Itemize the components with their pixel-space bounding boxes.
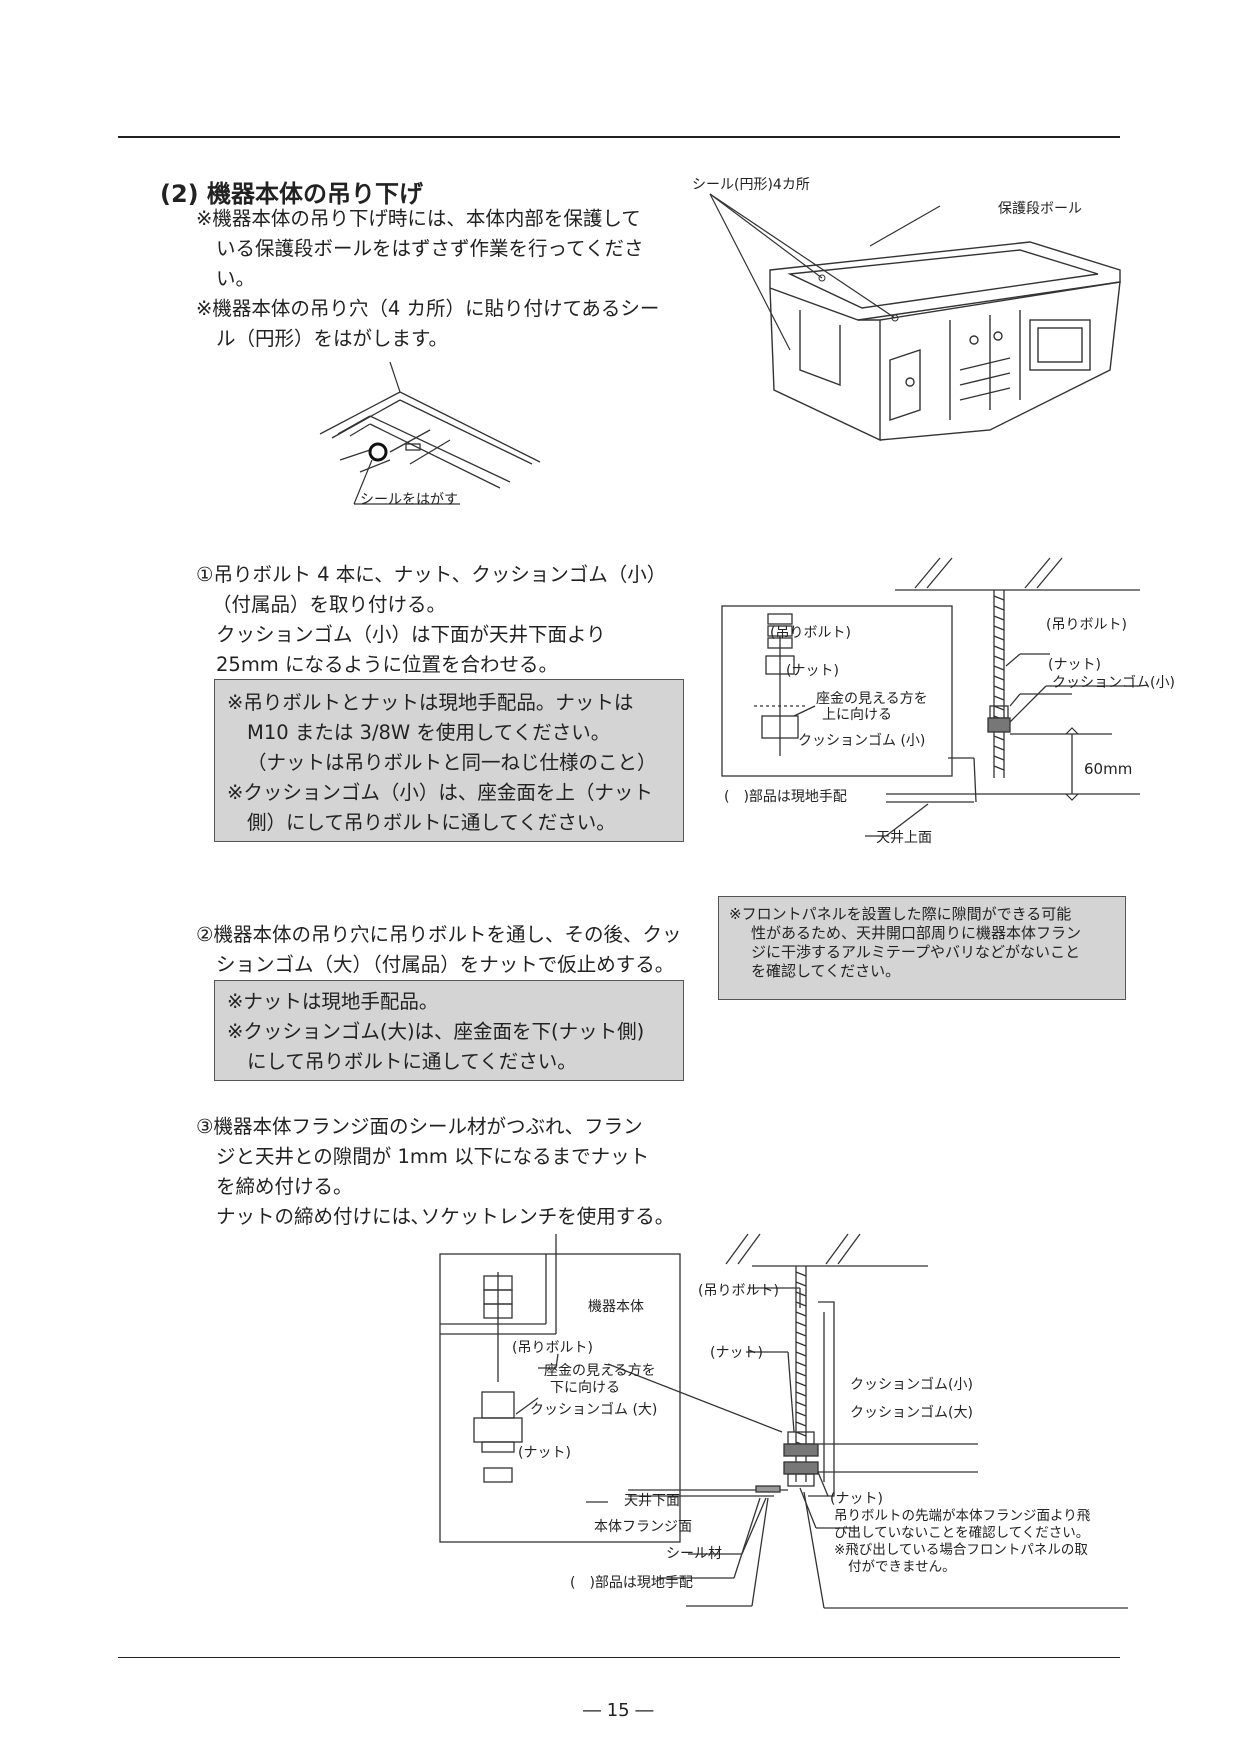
fig1-inset-washer: 座金の見える方を [816, 691, 928, 707]
fig1-note-line: ジに干渉するアルミテープやバリなどがないこと [751, 943, 1080, 961]
step1-line: クッションゴム（小）は下面が天井下面より [216, 623, 606, 646]
step3-line: ③機器本体フランジ面のシール材がつぶれ、フラン [196, 1115, 643, 1138]
step2-line: ションゴム（大）（付属品）をナットで仮止めする。 [216, 953, 675, 976]
box-line: にして吊りボルトに通してください。 [247, 1050, 577, 1073]
fig2-nut: (ナット) [710, 1345, 763, 1361]
step1-text: ①吊りボルト 4 本に、ナット、クッションゴム（小） （付属品）を取り付ける。 … [196, 560, 666, 680]
fig1-note-box: ※フロントパネルを設置した際に隙間ができる可能 性があるため、天井開口部周りに機… [718, 896, 1126, 1000]
fig1-inset-washer2: 上に向ける [822, 707, 892, 723]
box-line: ※ナットは現地手配品。 [227, 990, 439, 1013]
step3-line: ジと天井との隙間が 1mm 以下になるまでナット [216, 1145, 650, 1168]
box-line: ※吊りボルトとナットは現地手配品。ナットは [227, 691, 634, 714]
box-line: ※クッションゴム（小）は、座金面を上（ナット [227, 781, 653, 804]
fig2-cushion-large: クッションゴム(大) [850, 1405, 973, 1421]
fig2-inset-cushion: クッションゴム (大) [530, 1402, 658, 1418]
step1-line: （付属品）を取り付ける。 [212, 593, 447, 616]
note-line: ※機器本体の吊り下げ時には、本体内部を保護して [196, 207, 641, 230]
fig2-flange: 本体フランジ面 [594, 1519, 692, 1535]
note-line: ル（円形）をはがします。 [216, 327, 449, 350]
fig2-note-line: び出していないことを確認してください。 [834, 1525, 1090, 1541]
section-title: (2) 機器本体の吊り下げ [160, 180, 423, 208]
box-line: 側）にして吊りボルトに通してください。 [247, 811, 616, 834]
fig2-inset-nut: (ナット) [518, 1445, 571, 1461]
seal-illustration [319, 361, 541, 505]
fig1-note-line: ※フロントパネルを設置した際に隙間ができる可能 [729, 905, 1072, 923]
seal-callout: シール(円形)4カ所 [692, 177, 810, 193]
fig1-note-line: 性があるため、天井開口部周りに機器本体フラン [751, 924, 1082, 942]
box-line: ※クッションゴム(大)は、座金面を下(ナット側) [227, 1020, 645, 1043]
fig2-inset-bolt: (吊りボルト) [512, 1340, 593, 1356]
step2-line: ②機器本体の吊り穴に吊りボルトを通し、その後、クッ [196, 923, 682, 946]
fig2-ceiling-bottom: 天井下面 [624, 1493, 680, 1509]
fig1-ceiling: 天井上面 [876, 830, 932, 846]
box-line: （ナットは吊りボルトと同一ねじ仕様のこと） [247, 751, 657, 774]
fig1-inset-cushion: クッションゴム (小) [798, 733, 926, 749]
fig1-inset-nut: (ナット) [786, 663, 839, 679]
section-notes: ※機器本体の吊り下げ時には、本体内部を保護して いる保護段ボールをはずさず作業を… [196, 204, 659, 354]
header-rule [118, 136, 1120, 138]
step2-box: ※ナットは現地手配品。 ※クッションゴム(大)は、座金面を下(ナット側) にして… [214, 980, 684, 1081]
fig2-bolt: (吊りボルト) [698, 1283, 779, 1299]
fig2-parts-note: ( )部品は現地手配 [570, 1575, 693, 1591]
fig1-inset-bolt: (吊りボルト) [770, 625, 851, 641]
step2-text: ②機器本体の吊り穴に吊りボルトを通し、その後、クッ ションゴム（大）（付属品）を… [196, 920, 681, 980]
note-line: いる保護段ボールをはずさず作業を行ってくださ [216, 237, 644, 260]
unit-illustration [709, 193, 1121, 442]
step1-box: ※吊りボルトとナットは現地手配品。ナットは M10 または 3/8W を使用して… [214, 679, 684, 842]
fig2-nut2: (ナット) [830, 1491, 883, 1507]
fig1-dim: 60mm [1084, 760, 1133, 778]
fig2-inset-body: 機器本体 [588, 1299, 644, 1315]
fig1-bolt: (吊りボルト) [1046, 617, 1127, 633]
footer-rule [118, 1657, 1120, 1658]
seal-remove-label: シールをはがす [360, 492, 458, 508]
fig2-note-line: ※飛び出している場合フロントパネルの取 [834, 1542, 1088, 1558]
note-line: い。 [216, 267, 256, 290]
fig1-cushion: クッションゴム(小) [1052, 675, 1175, 691]
fig2-note-line: 吊りボルトの先端が本体フランジ面より飛 [834, 1508, 1091, 1524]
page-number: ― 15 ― [583, 1700, 654, 1721]
fig1-inset-note: ( )部品は現地手配 [724, 789, 847, 805]
figure-1 [721, 557, 1140, 837]
fig2-cushion-small: クッションゴム(小) [850, 1377, 973, 1393]
step1-line: ①吊りボルト 4 本に、ナット、クッションゴム（小） [196, 563, 667, 586]
note-line: ※機器本体の吊り穴（4 カ所）に貼り付けてあるシー [196, 297, 660, 320]
fig2-inset-washer: 座金の見える方を [544, 1363, 656, 1379]
figure-2 [439, 1233, 1128, 1609]
fig2-note: 吊りボルトの先端が本体フランジ面より飛 び出していないことを確認してください。 … [834, 1508, 1090, 1576]
step3-line: ナットの締め付けには､ソケットレンチを使用する。 [216, 1205, 675, 1228]
fig2-note-line: 付ができません。 [848, 1559, 956, 1575]
step1-line: 25mm になるように位置を合わせる。 [216, 653, 559, 676]
fig2-seal: シール材 [666, 1546, 722, 1562]
cardboard-callout: 保護段ボール [998, 201, 1082, 217]
fig1-nut: (ナット) [1048, 657, 1101, 673]
box-line: M10 または 3/8W を使用してください。 [247, 721, 611, 744]
fig2-inset-washer2: 下に向ける [550, 1380, 620, 1396]
fig1-note-line: を確認してください。 [751, 962, 901, 980]
step3-line: を締め付ける。 [216, 1175, 353, 1198]
step3-text: ③機器本体フランジ面のシール材がつぶれ、フラン ジと天井との隙間が 1mm 以下… [196, 1112, 674, 1232]
